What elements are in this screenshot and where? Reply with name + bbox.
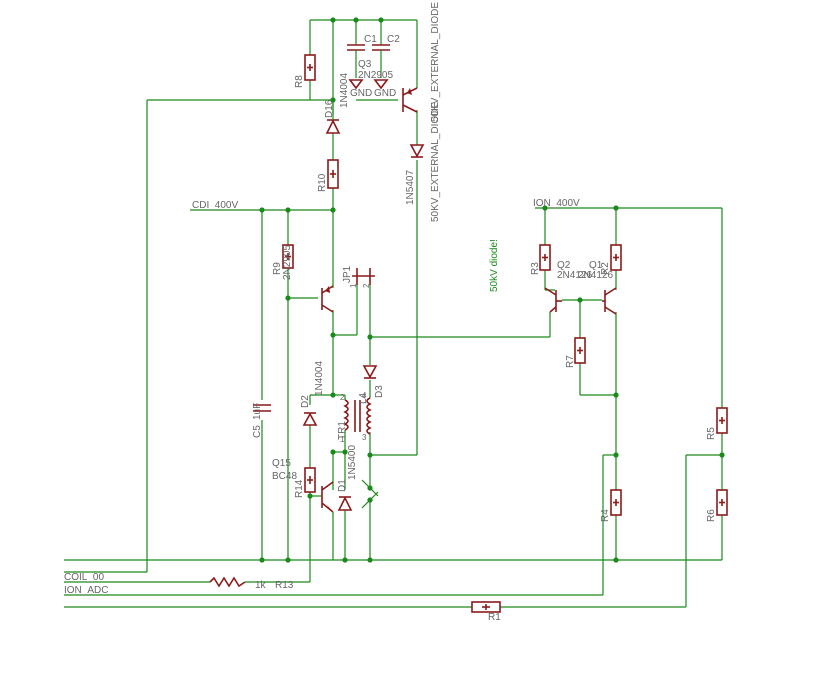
diode-external bbox=[409, 144, 425, 158]
resistor-r2 bbox=[610, 244, 622, 271]
transistor-q1 bbox=[602, 287, 617, 315]
jp1-pin1: 1 bbox=[349, 283, 358, 288]
capacitor-c1 bbox=[347, 44, 365, 78]
resistor-r4 bbox=[610, 489, 622, 516]
gnd-symbol-1 bbox=[348, 79, 364, 90]
q3-label: Q3 bbox=[358, 59, 372, 70]
q2-label: Q2 bbox=[557, 260, 571, 271]
gnd-label-1: GND bbox=[350, 88, 372, 99]
c5-label: C5 bbox=[252, 425, 263, 438]
resistor-r8 bbox=[304, 54, 316, 81]
transistor-q3 bbox=[402, 87, 418, 113]
r7-label: R7 bbox=[565, 355, 576, 368]
r4-label: R4 bbox=[600, 509, 611, 522]
external-diode-name: 50KV_EXTERNAL_DIODE bbox=[430, 2, 441, 122]
r8-label: R8 bbox=[294, 75, 305, 88]
r14-label: R14 bbox=[294, 479, 305, 498]
transformer-tr1 bbox=[343, 397, 372, 435]
q4-value: 2N2905 bbox=[282, 245, 293, 280]
wires bbox=[64, 19, 723, 608]
l4-label: L4 bbox=[358, 392, 369, 404]
external-diode-value: 1N5407 bbox=[405, 170, 416, 205]
resistor-r9 bbox=[282, 244, 294, 269]
net-label-ion-adc: ION_ADC bbox=[64, 585, 108, 596]
r9-label: R9 bbox=[272, 262, 283, 275]
c1-label: C1 bbox=[364, 34, 377, 45]
net-label-ion-400v: ION_400V bbox=[533, 198, 580, 209]
resistor-r5 bbox=[716, 407, 728, 434]
diode-d16 bbox=[325, 100, 341, 134]
q2-value: 2N4126 bbox=[557, 270, 592, 281]
jumper-jp1 bbox=[352, 268, 375, 285]
diode-note: 50kV diode! bbox=[489, 239, 500, 292]
transistor-q2 bbox=[544, 287, 562, 313]
resistor-r7 bbox=[574, 337, 586, 364]
resistor-r1 bbox=[471, 601, 501, 613]
junctions bbox=[259, 17, 725, 563]
resistor-r13 bbox=[209, 576, 246, 588]
r2-label: R2 bbox=[600, 262, 611, 275]
gnd-label-2: GND bbox=[374, 88, 396, 99]
spark-gap bbox=[361, 479, 379, 509]
d16-value: 1N4004 bbox=[339, 73, 350, 108]
resistor-r3 bbox=[539, 244, 551, 271]
d1-value: 1N5400 bbox=[347, 445, 358, 480]
transistor-q15 bbox=[321, 481, 334, 513]
q3-value: 2N2905 bbox=[358, 70, 393, 81]
capacitor-c5 bbox=[253, 404, 271, 412]
jp1-label: JP1 bbox=[342, 265, 353, 283]
c2-label: C2 bbox=[387, 34, 400, 45]
c5-value: 1uF bbox=[252, 403, 263, 420]
capacitor-c2 bbox=[372, 44, 390, 78]
q1-value: 2N4126 bbox=[578, 270, 613, 281]
q15-value: BC48 bbox=[272, 471, 297, 482]
tr1-pin3: 3 bbox=[362, 433, 367, 442]
q1-label: Q1 bbox=[589, 260, 603, 271]
resistor-r6 bbox=[716, 489, 728, 516]
external-diode-prefix: 50KV_EXTERNAL_DIODE bbox=[430, 102, 441, 222]
tr1-pin1: 1 bbox=[340, 435, 345, 444]
r13-label: R13 bbox=[275, 580, 294, 591]
r10-label: R10 bbox=[317, 173, 328, 192]
transistor-q4 bbox=[321, 285, 334, 313]
gnd-symbol-2 bbox=[373, 79, 389, 90]
diode-d1 bbox=[337, 496, 353, 511]
d3-label: D3 bbox=[374, 385, 385, 398]
tr1-label: TR1 bbox=[337, 421, 348, 440]
d16-label: D16 bbox=[324, 99, 335, 118]
net-label-cdi-400v: CDI_400V bbox=[192, 200, 238, 211]
d2-value: 1N4004 bbox=[314, 361, 325, 396]
d2-label: D2 bbox=[300, 395, 311, 408]
diode-d2 bbox=[302, 412, 318, 426]
r5-label: R5 bbox=[706, 427, 717, 440]
diode-d3 bbox=[362, 365, 378, 379]
tr1-pin4: 4 bbox=[362, 391, 367, 400]
r1-label: R1 bbox=[488, 612, 501, 623]
net-label-coil-00: COIL_00 bbox=[64, 572, 104, 583]
r13-value: 1k bbox=[255, 580, 267, 591]
q15-label: Q15 bbox=[272, 458, 291, 469]
r6-label: R6 bbox=[706, 509, 717, 522]
jp1-pin2: 2 bbox=[362, 283, 371, 288]
r3-label: R3 bbox=[530, 262, 541, 275]
resistor-r10 bbox=[327, 159, 339, 189]
tr1-pin2: 2 bbox=[340, 393, 345, 402]
resistor-r14 bbox=[304, 467, 316, 493]
d1-label: D1 bbox=[337, 479, 348, 492]
